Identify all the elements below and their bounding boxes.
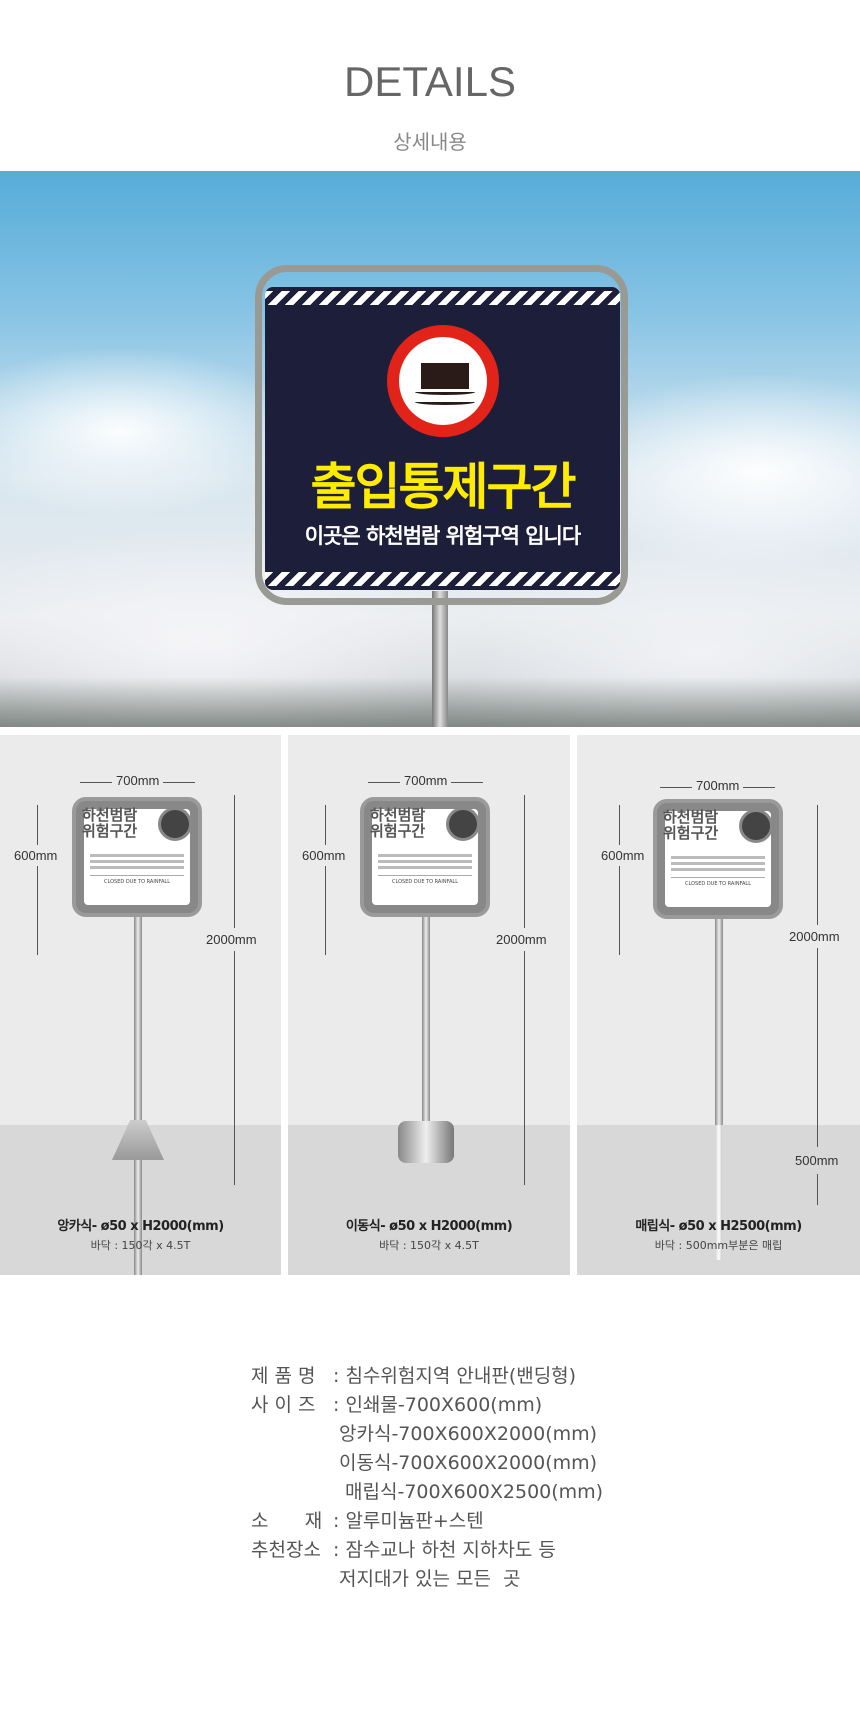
mobile-base [398,1121,454,1163]
page-subtitle: 상세내용 [393,130,467,154]
total-label: 2000mm [206,928,257,951]
spec-size-line: 이동식-700X600X2000(mm) [339,1452,598,1474]
variant-base: 바닥 : 150각 x 4.5T [379,1239,479,1252]
total-dimension-line [234,795,235,1185]
mini-pole [422,915,430,1145]
mini-pole [715,915,723,1125]
total-label: 2000mm [496,928,547,951]
total-dimension-line [817,805,818,1205]
variant-mobile: 700mm 600mm 2000mm CLOSED DUE TO RAINFAL… [288,735,570,1275]
height-dimension-line [37,805,38,955]
flooded-bridge-icon [739,809,773,843]
height-dimension-line [325,805,326,955]
flooded-bridge-icon [158,807,192,841]
mini-sign-head: 하천범람 위험구간 [82,806,138,840]
mini-sign-head: 하천범람 위험구간 [370,806,426,840]
wave [415,389,475,395]
variant-base: 바닥 : 150각 x 4.5T [90,1239,191,1252]
hazard-stripe-bottom [265,572,620,586]
hazard-stripe-top [265,291,620,305]
spec-place-line: 저지대가 있는 모든 곳 [339,1568,521,1590]
height-label: 600mm [302,845,346,866]
variant-caption: 매립식- ø50 x H2500(mm) [635,1219,802,1234]
spec-size-line: 앙카식-700X600X2000(mm) [339,1423,598,1445]
spec-size: 사 이 즈: 인쇄물-700X600(mm) [251,1394,543,1416]
height-dimension-line [619,805,620,955]
page-title: DETAILS [344,58,516,105]
bridge-shape [421,363,469,389]
wave [415,399,475,405]
sign-subtitle: 이곳은 하천범람 위험구역 입니다 [304,524,581,548]
variant-caption: 이동식- ø50 x H2000(mm) [345,1219,513,1234]
closed-text: CLOSED DUE TO RAINFALL [378,875,472,885]
height-label: 600mm [14,845,58,866]
sign-frame [255,265,628,605]
variant-base: 바닥 : 500mm부분은 매립 [654,1239,783,1252]
variant-anchor: 700mm 600mm 2000mm CLOSED DUE TO RAINFAL… [0,735,281,1275]
variant-caption: 앙카식- ø50 x H2000(mm) [57,1219,224,1234]
mini-sign: CLOSED DUE TO RAINFALL 하천범람 위험구간 [360,797,490,917]
spec-place: 추천장소: 잠수교나 하천 지하차도 등 [251,1539,556,1561]
height-label: 600mm [601,845,645,866]
width-label: 700mm [112,773,164,788]
spec-product-name: 제 품 명: 침수위험지역 안내판(밴딩형) [251,1365,577,1387]
flooded-bridge-icon [446,807,480,841]
spec-size-line: 매립식-700X600X2500(mm) [339,1481,604,1503]
closed-text: CLOSED DUE TO RAINFALL [90,875,184,885]
total-label: 2000mm [789,925,840,948]
mini-sign: CLOSED DUE TO RAINFALL 하천범람 위험구간 [653,799,783,919]
sign-pole [432,591,448,727]
width-label: 700mm [400,773,452,788]
flooded-bridge-icon [387,325,499,437]
buried-pole [716,1125,722,1260]
mini-sign-head: 하천범람 위험구간 [663,808,719,842]
hero-sign: 출입통제구간 이곳은 하천범람 위험구역 입니다 [265,287,620,590]
buried-label: 500mm [795,1147,839,1174]
ground [0,677,860,727]
spec-material: 소 재: 알루미늄판+스텐 [251,1510,484,1532]
mini-pole [134,915,142,1275]
mini-sign: CLOSED DUE TO RAINFALL 하천범람 위험구간 [72,797,202,917]
hero-photo: 출입통제구간 이곳은 하천범람 위험구역 입니다 [0,171,860,727]
variant-buried: 700mm 600mm 2000mm 500mm CLOSED DUE TO R… [577,735,860,1275]
sign-title: 출입통제구간 [310,458,577,516]
total-dimension-line [524,795,525,1185]
closed-text: CLOSED DUE TO RAINFALL [671,877,765,887]
width-label: 700mm [692,778,744,793]
